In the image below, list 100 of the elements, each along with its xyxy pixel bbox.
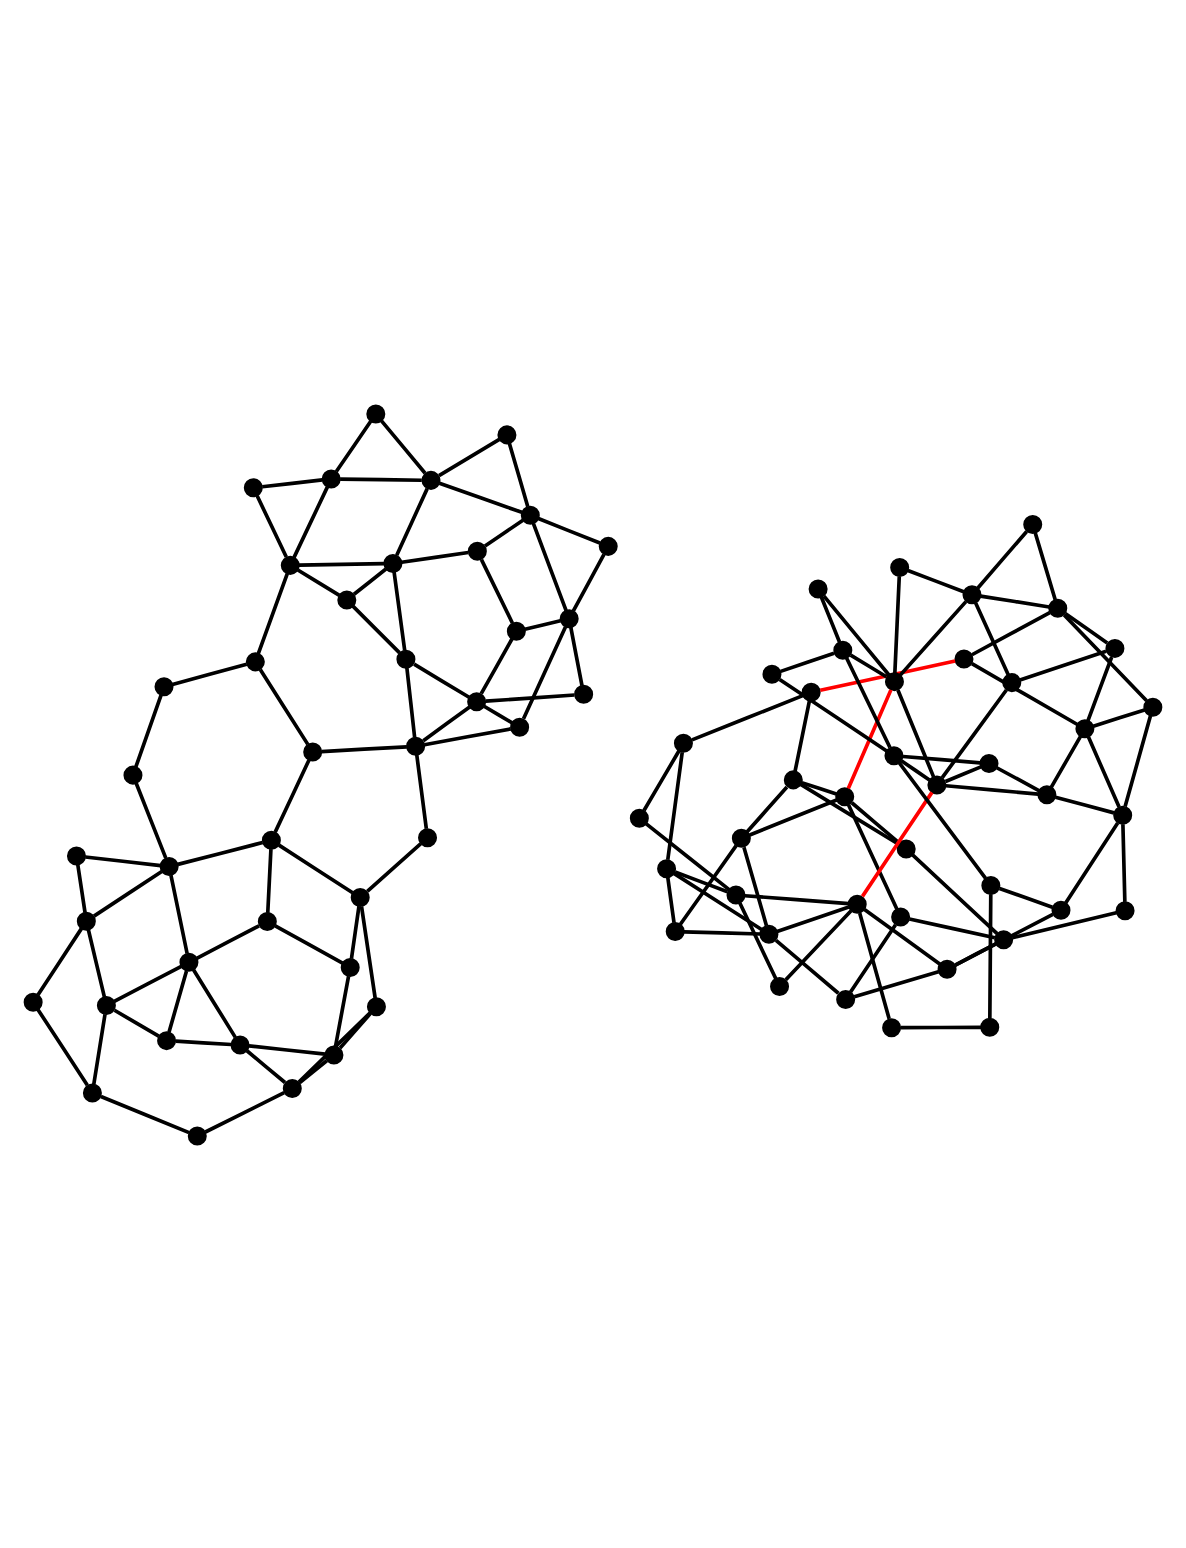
connector: [204, 1090, 286, 1133]
connector: [85, 854, 161, 867]
node-circle: [1048, 597, 1068, 617]
node-circle: [510, 716, 530, 736]
connector: [954, 911, 1054, 966]
connector: [799, 781, 900, 845]
connector: [672, 870, 763, 931]
connector: [988, 893, 993, 1017]
connector: [100, 1093, 190, 1134]
connector: [738, 901, 778, 979]
connector: [175, 1038, 232, 1046]
node-circle: [890, 556, 910, 576]
connector: [970, 661, 1079, 726]
connector: [401, 549, 469, 564]
connector: [940, 687, 1008, 778]
node-circle: [421, 469, 441, 489]
connector: [745, 784, 789, 833]
node-circle: [159, 856, 179, 876]
connector: [366, 841, 423, 892]
connector: [666, 876, 676, 923]
connector: [944, 764, 982, 783]
connector: [191, 967, 237, 1038]
connector: [258, 667, 310, 745]
node-circle: [574, 683, 594, 703]
node-circle: [884, 671, 904, 691]
connector: [1123, 714, 1153, 806]
connector: [822, 593, 891, 676]
connector: [1092, 707, 1146, 727]
connector: [414, 753, 429, 828]
connector: [683, 929, 761, 935]
connector: [645, 821, 731, 890]
connector: [340, 476, 422, 482]
node-circle: [847, 893, 867, 913]
connector: [36, 926, 84, 995]
connector: [900, 1024, 982, 1029]
node-circle: [759, 923, 779, 943]
connector: [524, 618, 561, 630]
connector: [113, 1007, 160, 1037]
node-circle: [770, 976, 790, 995]
connector: [749, 797, 838, 836]
connector: [483, 703, 514, 724]
node-circle: [497, 424, 517, 444]
connector: [819, 658, 956, 692]
connector: [780, 650, 835, 673]
node-circle: [629, 807, 649, 827]
node-circle: [179, 951, 199, 971]
node-circle: [1037, 784, 1057, 804]
connector: [907, 567, 965, 593]
connector: [849, 922, 898, 993]
node-circle: [559, 608, 579, 628]
node-circle: [383, 552, 403, 572]
node-circle: [1051, 899, 1071, 919]
connector: [846, 803, 899, 909]
connector: [262, 477, 323, 488]
node-circle: [506, 620, 526, 640]
node-circle: [896, 838, 916, 858]
node-circle: [337, 589, 357, 609]
node-circle: [187, 1125, 207, 1145]
node-circle: [835, 786, 855, 806]
connector: [296, 567, 341, 596]
node-circle: [96, 995, 116, 1015]
connector: [1086, 655, 1114, 721]
connector: [1086, 735, 1121, 807]
connector: [1055, 794, 1115, 814]
connector: [678, 843, 738, 925]
connector: [195, 923, 260, 959]
node-circle: [979, 753, 999, 773]
node-circle: [261, 829, 281, 849]
connector: [1033, 531, 1058, 600]
connector: [277, 842, 354, 894]
connector: [479, 636, 514, 694]
node-circle: [783, 769, 803, 789]
connector: [674, 869, 729, 893]
connector: [571, 552, 606, 611]
connector: [860, 790, 934, 897]
connector: [980, 593, 1050, 608]
connector: [911, 852, 999, 934]
node-circle: [665, 921, 685, 941]
node-circle: [154, 676, 174, 696]
node-circle: [467, 691, 487, 711]
node-circle: [230, 1034, 250, 1054]
connector: [945, 782, 1039, 795]
connector: [352, 566, 388, 595]
connector: [134, 781, 168, 858]
connector: [793, 699, 812, 771]
connector: [424, 726, 512, 746]
connector: [1011, 910, 1117, 939]
node-circle: [1002, 672, 1022, 692]
node-circle: [962, 584, 982, 604]
connector: [665, 751, 685, 859]
connector: [850, 800, 901, 844]
connector: [405, 666, 417, 737]
node-circle: [396, 648, 416, 668]
node-circle: [321, 468, 341, 488]
node-circle: [927, 774, 947, 794]
connector: [333, 974, 351, 1046]
connector: [113, 963, 183, 1003]
connector: [784, 908, 853, 981]
node-circle: [340, 956, 360, 976]
node-circle: [366, 996, 386, 1016]
